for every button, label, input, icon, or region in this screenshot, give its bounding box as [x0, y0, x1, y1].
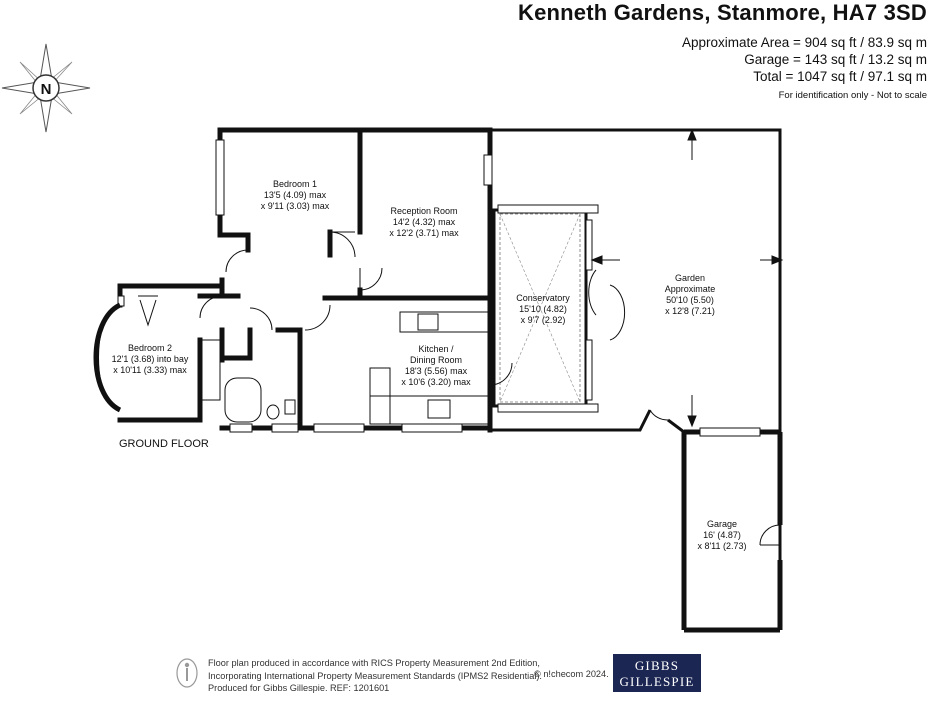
svg-text:Reception Room: Reception Room: [390, 206, 457, 216]
windows: [117, 139, 761, 437]
bay-window: [93, 302, 122, 413]
svg-text:Bedroom 1: Bedroom 1: [273, 179, 317, 189]
footer-disclaimer: Floor plan produced in accordance with R…: [208, 657, 542, 695]
svg-text:50'10 (5.50): 50'10 (5.50): [666, 295, 714, 305]
conservatory-label: Conservatory 15'10 (4.82) x 9'7 (2.92): [516, 293, 570, 325]
brand-line-1: GIBBS: [634, 658, 680, 673]
bedroom-2-label: Bedroom 2 12'1 (3.68) into bay x 10'11 (…: [112, 343, 189, 375]
svg-text:Bedroom 2: Bedroom 2: [128, 343, 172, 353]
svg-text:x 10'6 (3.20) max: x 10'6 (3.20) max: [401, 377, 471, 387]
svg-text:Conservatory: Conservatory: [516, 293, 570, 303]
garage-label: Garage 16' (4.87) x 8'11 (2.73): [697, 519, 746, 551]
svg-text:Garden: Garden: [675, 273, 705, 283]
property-title: Kenneth Gardens, Stanmore, HA7 3SD: [517, 0, 927, 25]
approximate-area-line: Approximate Area = 904 sq ft / 83.9 sq m: [681, 35, 927, 50]
svg-text:14'2 (4.32) max: 14'2 (4.32) max: [393, 217, 456, 227]
svg-text:x 8'11 (2.73): x 8'11 (2.73): [697, 541, 746, 551]
svg-text:Garage: Garage: [707, 519, 737, 529]
footer-line-1: Floor plan produced in accordance with R…: [208, 658, 540, 668]
accessibility-person-icon: [176, 658, 198, 688]
svg-text:18'3 (5.56) max: 18'3 (5.56) max: [405, 366, 468, 376]
svg-text:16' (4.87): 16' (4.87): [703, 530, 741, 540]
garden-boundary: [490, 128, 782, 578]
compass-icon: N: [1, 43, 91, 133]
copyright-text: © n!checom 2024.: [534, 669, 609, 679]
svg-text:x 9'11 (3.03) max: x 9'11 (3.03) max: [261, 201, 330, 211]
total-area-line: Total = 1047 sq ft / 97.1 sq m: [753, 69, 927, 84]
brand-line-2: GILLESPIE: [619, 674, 695, 689]
svg-text:x 9'7 (2.92): x 9'7 (2.92): [521, 315, 566, 325]
svg-text:Dining Room: Dining Room: [410, 355, 462, 365]
scale-note: For identification only - Not to scale: [778, 90, 927, 101]
door-swings: [199, 231, 781, 546]
svg-text:13'5 (4.09) max: 13'5 (4.09) max: [264, 190, 327, 200]
brand-logo: GIBBS GILLESPIE: [613, 654, 701, 692]
svg-text:Kitchen /: Kitchen /: [418, 344, 454, 354]
conservatory-structure: [492, 204, 599, 413]
floor-label: GROUND FLOOR: [119, 438, 209, 450]
footer-line-3: Produced for Gibbs Gillespie. REF: 12016…: [208, 683, 390, 693]
svg-text:15'10 (4.82): 15'10 (4.82): [519, 304, 567, 314]
garage-area-line: Garage = 143 sq ft / 13.2 sq m: [744, 52, 927, 67]
garage-walls: [681, 429, 783, 633]
svg-text:x 12'2 (3.71) max: x 12'2 (3.71) max: [389, 228, 459, 238]
garden-label: Garden Approximate 50'10 (5.50) x 12'8 (…: [665, 273, 716, 316]
compass-north-label: N: [41, 81, 52, 98]
svg-text:x 10'11 (3.33) max: x 10'11 (3.33) max: [113, 365, 187, 375]
bedroom-1-label: Bedroom 1 13'5 (4.09) max x 9'11 (3.03) …: [261, 179, 330, 211]
kitchen-dining-label: Kitchen / Dining Room 18'3 (5.56) max x …: [401, 344, 471, 387]
svg-text:Approximate: Approximate: [665, 284, 716, 294]
area-summary: Approximate Area = 904 sq ft / 83.9 sq m…: [682, 34, 927, 85]
direction-arrows: [590, 128, 784, 428]
svg-text:12'1 (3.68) into bay: 12'1 (3.68) into bay: [112, 354, 189, 364]
reception-room-label: Reception Room 14'2 (4.32) max x 12'2 (3…: [389, 206, 459, 238]
footer-line-2: Incorporating International Property Mea…: [208, 670, 542, 681]
svg-text:x 12'8 (7.21): x 12'8 (7.21): [665, 306, 715, 316]
fittings: [138, 295, 491, 425]
